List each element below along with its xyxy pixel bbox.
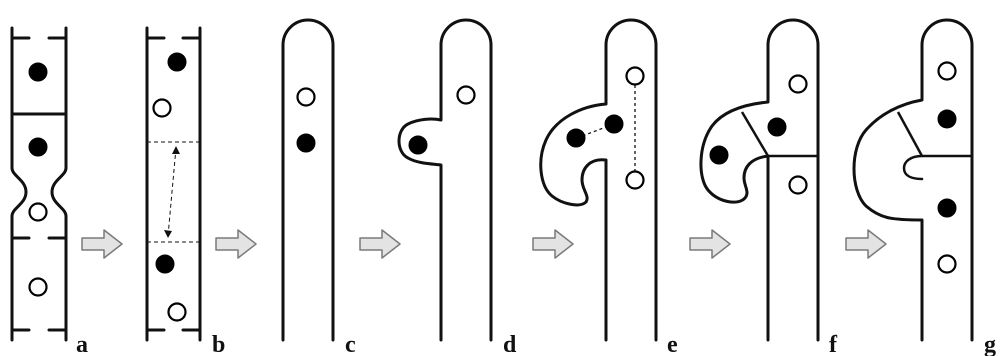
division-arrowhead <box>164 230 172 238</box>
right-arrow-icon <box>532 229 574 259</box>
dividing-region <box>147 141 200 243</box>
nucleus-filled <box>937 109 957 129</box>
nucleus-open <box>937 254 957 274</box>
nucleus-open <box>937 61 957 81</box>
nucleus-open <box>625 66 645 86</box>
nucleus-open <box>28 202 48 222</box>
hyphal-tip-with-clamp-connection <box>852 18 974 342</box>
septum <box>896 111 972 158</box>
nucleus-open <box>625 170 645 190</box>
septum <box>740 111 818 158</box>
hyphal-tip-with-hook <box>539 18 658 342</box>
nucleus-filled <box>167 52 187 72</box>
panel-b <box>145 26 202 342</box>
hypha-wall <box>50 26 68 342</box>
hyphal-tip-with-hook <box>699 18 820 342</box>
panel-label-g: g <box>984 332 996 356</box>
hypha-wall <box>10 26 28 342</box>
nucleus-open <box>28 277 48 297</box>
nucleus-filled <box>28 62 48 82</box>
division-arrowhead <box>172 146 180 154</box>
nucleus-open <box>152 98 172 118</box>
nucleus-filled <box>937 198 957 218</box>
nucleus-filled <box>155 254 175 274</box>
nucleus-filled <box>408 135 428 155</box>
nucleus-open <box>296 87 316 107</box>
right-arrow-icon <box>359 229 401 259</box>
right-arrow-icon <box>689 229 731 259</box>
right-arrow-icon <box>845 229 887 259</box>
nucleus-filled <box>604 114 624 134</box>
right-arrow-icon <box>81 229 123 259</box>
panel-a <box>10 26 68 342</box>
nucleus-open <box>788 74 808 94</box>
nucleus-open <box>788 175 808 195</box>
hyphal-tip-with-clamp <box>397 18 493 342</box>
right-arrow-icon <box>215 229 257 259</box>
nucleus-filled <box>28 137 48 157</box>
panel-label-e: e <box>667 332 678 356</box>
panel-label-c: c <box>345 332 356 356</box>
nucleus-filled <box>296 133 316 153</box>
panel-label-f: f <box>829 332 838 356</box>
panel-label-d: d <box>503 332 517 356</box>
nucleus-filled <box>566 128 586 148</box>
nucleus-open <box>167 302 187 322</box>
nucleus-filled <box>709 145 729 165</box>
panel-label-b: b <box>212 332 225 356</box>
hyphal-tip <box>281 18 335 342</box>
panel-label-a: a <box>76 332 88 356</box>
clamp-inner-loop <box>902 154 924 181</box>
nucleus-filled <box>767 117 787 137</box>
nucleus-open <box>456 85 476 105</box>
